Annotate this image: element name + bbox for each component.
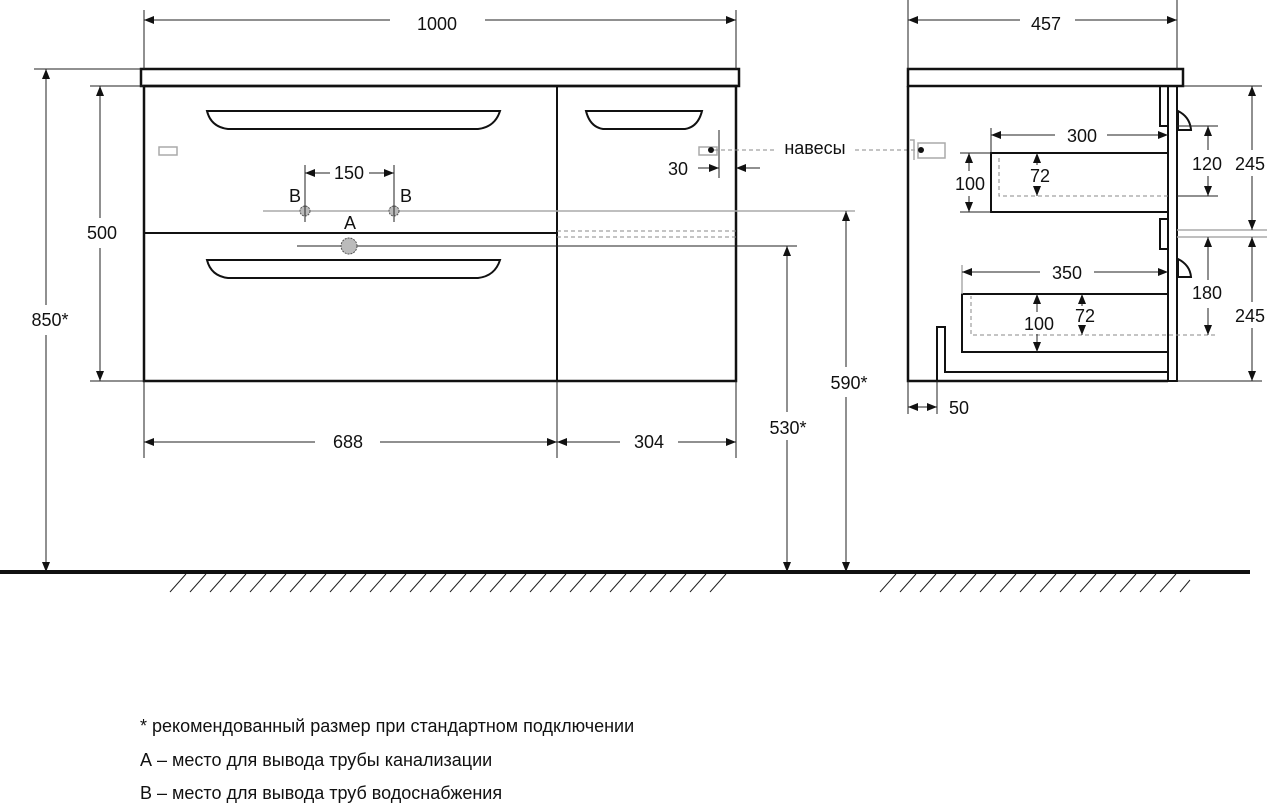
drain-height-label: 530* bbox=[769, 418, 806, 438]
top-gap-label: 120 bbox=[1192, 154, 1222, 174]
handle-bottom-left bbox=[205, 259, 502, 279]
drain-pipe-icon bbox=[340, 237, 358, 255]
side-hinge-icon bbox=[910, 139, 946, 160]
right-width-label: 304 bbox=[634, 432, 664, 452]
bottom-section-label: 245 bbox=[1235, 306, 1265, 326]
legend-notes: * рекомендованный размер при стандартном… bbox=[140, 710, 634, 811]
body-height-label: 500 bbox=[87, 223, 117, 243]
label-b-left: B bbox=[289, 186, 301, 206]
depth-total-label: 457 bbox=[1031, 14, 1061, 34]
front-view: 150 B B A 30 навесы 1000 850* 500 bbox=[31, 10, 920, 572]
hinge-right-icon bbox=[698, 146, 718, 156]
side-handle-bottom bbox=[1177, 257, 1193, 278]
side-handle-top bbox=[1177, 109, 1193, 131]
top-drawer-height-label: 100 bbox=[955, 174, 985, 194]
side-door bbox=[1167, 85, 1178, 382]
top-drawer-depth-label: 300 bbox=[1067, 126, 1097, 146]
note-drain-location: А – место для вывода трубы канализации bbox=[140, 749, 493, 770]
side-countertop bbox=[906, 67, 1185, 88]
left-width-label: 688 bbox=[333, 432, 363, 452]
bottom-drawer-depth-label: 350 bbox=[1052, 263, 1082, 283]
note-recommended-size: * рекомендованный размер при стандартном… bbox=[140, 716, 635, 736]
bottom-drawer-height-label: 100 bbox=[1024, 314, 1054, 334]
bottom-gap-label: 180 bbox=[1192, 283, 1222, 303]
floor bbox=[0, 570, 1250, 593]
handle-top-right bbox=[584, 110, 704, 130]
bottom-drawer-inner-label: 72 bbox=[1075, 306, 1095, 326]
hinges-label: навесы bbox=[784, 138, 845, 158]
width-total-label: 1000 bbox=[417, 14, 457, 34]
plinth bbox=[936, 326, 1168, 381]
top-drawer bbox=[990, 152, 1168, 213]
side-body bbox=[906, 86, 1168, 383]
hinge-offset-label: 30 bbox=[668, 159, 688, 179]
hinge-point-icon bbox=[708, 147, 714, 153]
water-height-label: 590* bbox=[830, 373, 867, 393]
top-section-label: 245 bbox=[1235, 154, 1265, 174]
side-view: 457 300 100 72 120 245 350 bbox=[906, 0, 1267, 418]
top-drawer-inner-label: 72 bbox=[1030, 166, 1050, 186]
countertop bbox=[139, 67, 741, 88]
plinth-offset-label: 50 bbox=[949, 398, 969, 418]
bottom-drawer bbox=[961, 293, 1168, 353]
label-b-right: B bbox=[400, 186, 412, 206]
note-water-location: В – место для вывода труб водоснабжения bbox=[140, 783, 503, 803]
pipe-spacing-label: 150 bbox=[334, 163, 364, 183]
handle-top-left bbox=[205, 110, 502, 130]
hinge-left-icon bbox=[158, 146, 178, 156]
height-total-label: 850* bbox=[31, 310, 68, 330]
label-a: A bbox=[344, 213, 356, 233]
